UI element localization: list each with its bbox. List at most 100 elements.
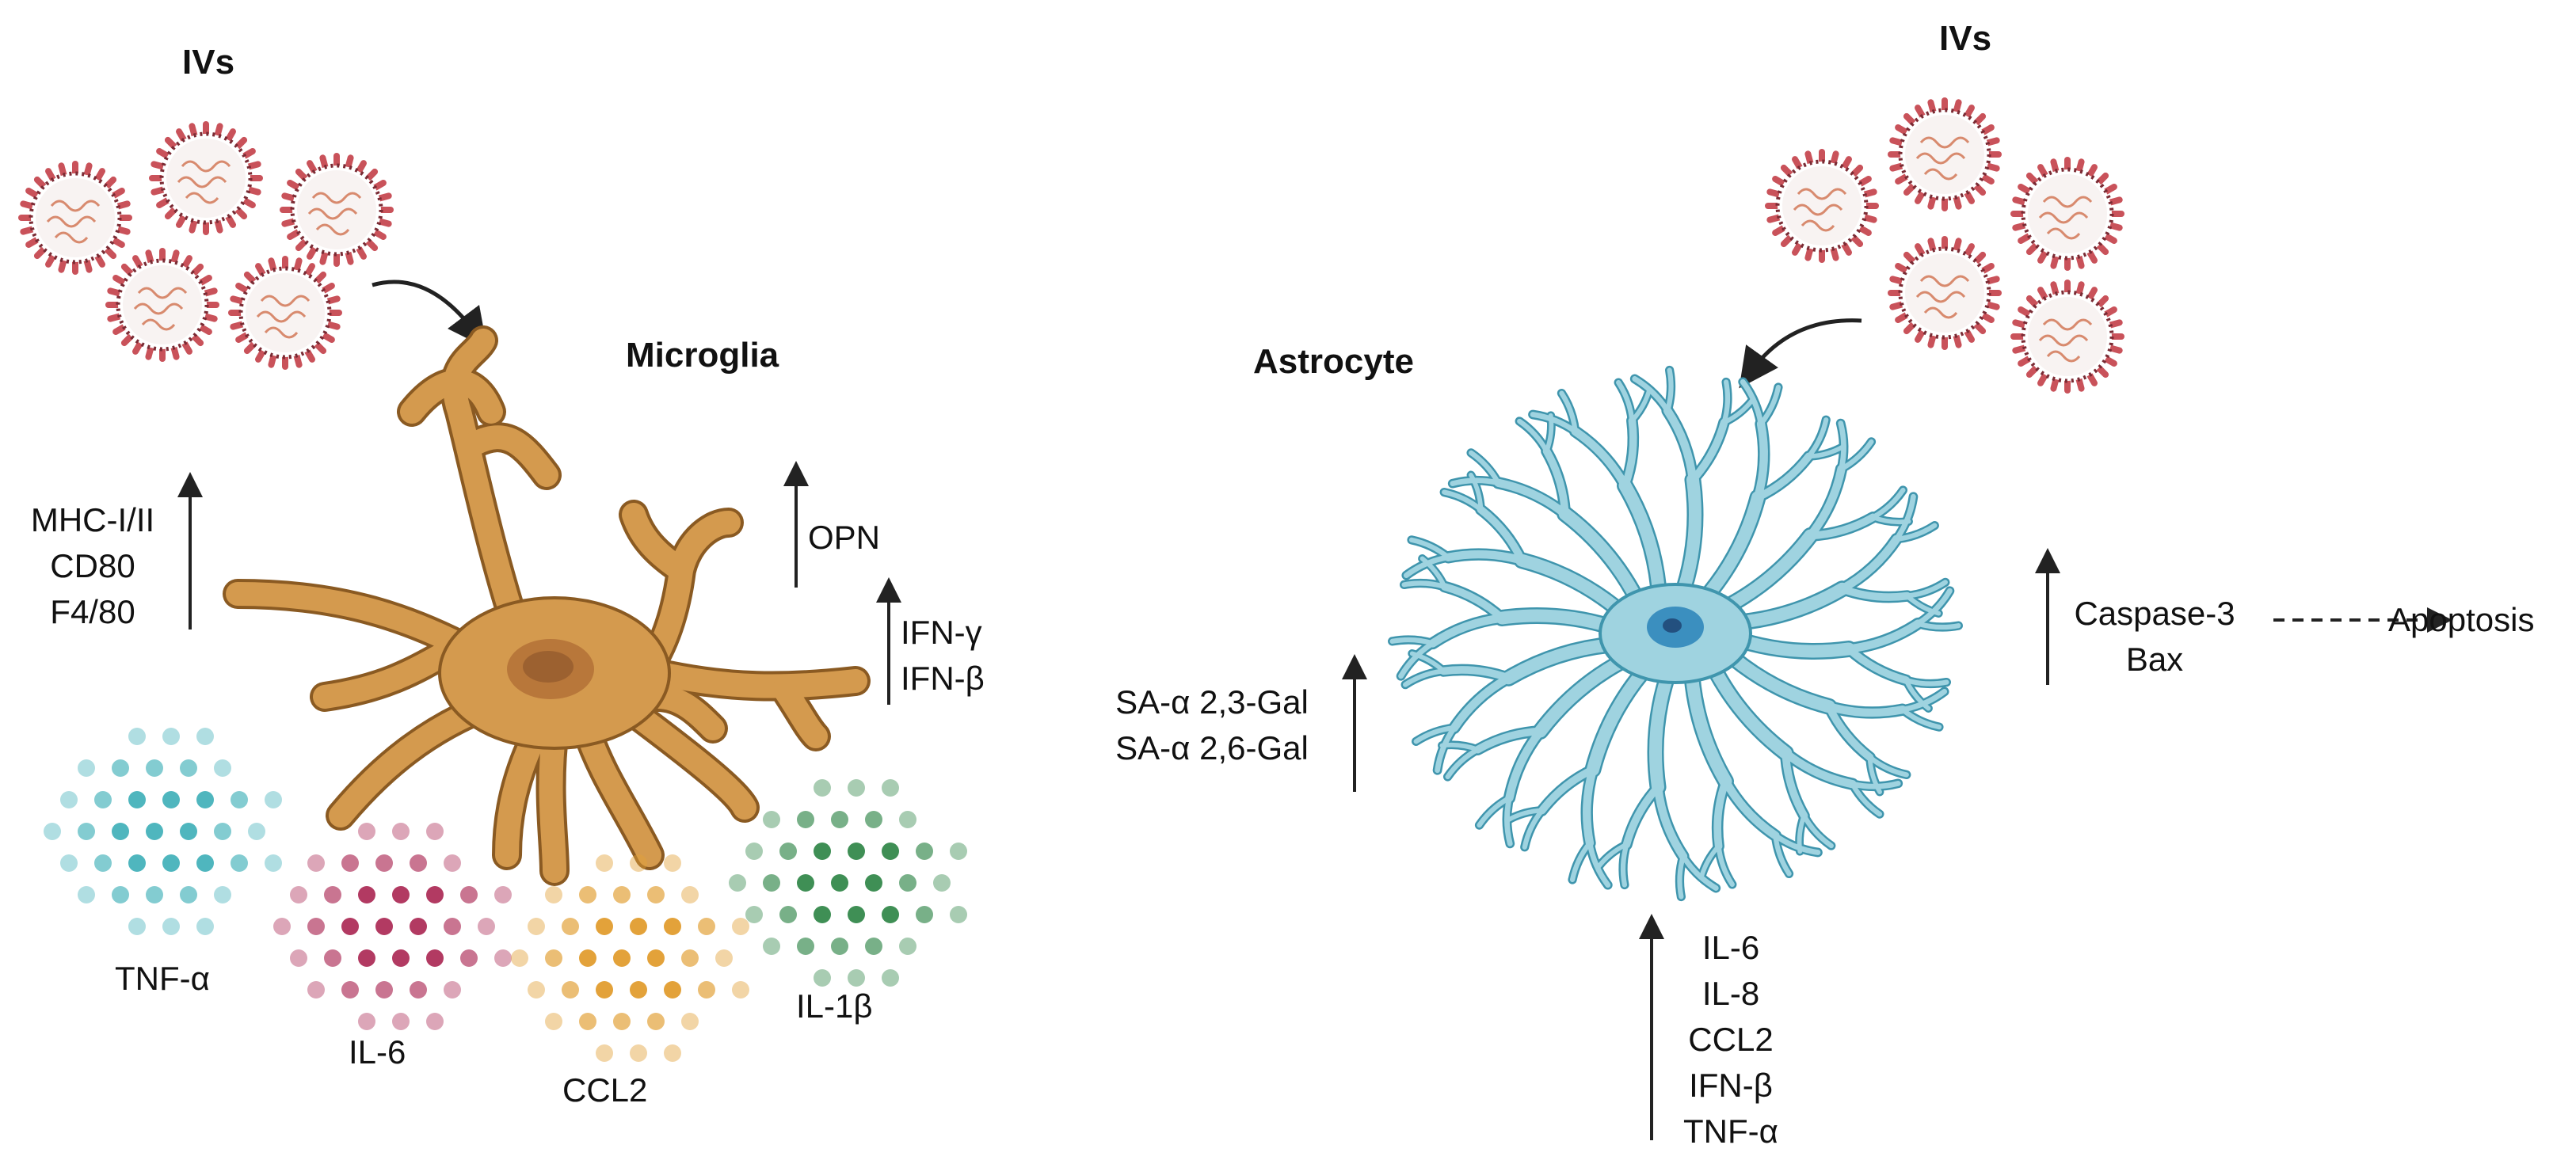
cytokine-dot-il1b	[831, 811, 848, 828]
cytokine-dot-tnf	[78, 886, 95, 903]
secreted-il8: IL-8	[1701, 975, 1760, 1012]
cytokine-dot-tnf	[231, 791, 248, 808]
cytokine-dot-il1b	[814, 906, 831, 923]
cytokine-dot-tnf	[265, 791, 282, 808]
right-virus-cluster	[1768, 101, 2121, 390]
cytokine-dot-il6	[324, 886, 341, 903]
cytokine-dot-tnf	[162, 791, 180, 808]
cytokine-dot-ccl2	[613, 886, 631, 903]
marker-f480: F4/80	[50, 593, 135, 630]
cytokine-dot-tnf	[162, 728, 180, 745]
cytokine-dot-tnf	[248, 823, 265, 840]
cytokine-dot-tnf	[128, 791, 146, 808]
cytokine-dot-ccl2	[562, 981, 579, 999]
cytokine-dot-il6	[478, 918, 495, 935]
receptor-26gal: SA-α 2,6-Gal	[1115, 729, 1309, 766]
cytokine-dot-il1b	[814, 779, 831, 797]
cytokine-dot-tnf	[112, 823, 129, 840]
cytokine-dot-il6	[444, 918, 461, 935]
cytokine-dot-tnf	[112, 886, 129, 903]
apoptosis-markers: Caspase-3 Bax	[2060, 591, 2250, 683]
microglia-label: Microglia	[626, 336, 779, 375]
cytokine-dot-ccl2	[664, 1044, 681, 1062]
cytokine-dot-tnf	[196, 918, 214, 935]
microglia-markers: MHC-I/II CD80 F4/80	[17, 497, 168, 635]
left-virus-3	[283, 156, 391, 264]
left-virus-5	[231, 259, 339, 367]
cytokine-dot-ccl2	[681, 949, 699, 967]
cytokine-dot-ccl2	[681, 886, 699, 903]
left-virus-label: IVs	[182, 43, 235, 82]
cytokine-dot-il1b	[831, 938, 848, 955]
cytokine-dot-tnf	[146, 759, 163, 777]
cytokine-dot-tnf	[44, 823, 61, 840]
cytokine-dot-ccl2	[630, 918, 647, 935]
cytokine-dot-il6	[460, 949, 478, 967]
cytokine-dot-ccl2	[562, 918, 579, 935]
cytokine-dot-il1b	[848, 906, 865, 923]
cytokine-dot-il1b	[848, 779, 865, 797]
cytokine-dot-il6	[410, 981, 427, 999]
cytokine-dot-il6	[358, 823, 375, 840]
right-virus-label: IVs	[1939, 19, 1992, 58]
cytokine-dot-il6	[392, 1013, 410, 1030]
cytokine-dot-tnf	[112, 759, 129, 777]
cytokine-dot-il6	[341, 981, 359, 999]
right-virus-1	[1768, 152, 1876, 260]
cytokine-dot-ccl2	[630, 1044, 647, 1062]
cytokine-dot-il1b	[763, 874, 780, 892]
cytokine-dot-tnf	[214, 759, 231, 777]
cytokine-dot-il6	[426, 949, 444, 967]
cytokine-dot-il6	[494, 886, 512, 903]
cytokine-label-il1b: IL-1β	[796, 987, 873, 1025]
cytokine-dot-ccl2	[698, 981, 715, 999]
cytokine-dot-ccl2	[613, 1013, 631, 1030]
ifn-beta: IFN-β	[901, 660, 985, 697]
cytokine-dot-tnf	[128, 918, 146, 935]
cytokine-dot-ccl2	[579, 949, 596, 967]
cytokine-dot-il1b	[797, 938, 814, 955]
cytokine-dot-il6	[426, 1013, 444, 1030]
cytokine-dot-il1b	[882, 906, 899, 923]
cytokine-dot-il6	[307, 854, 325, 872]
cytokine-dot-ccl2	[732, 918, 749, 935]
cytokine-dot-tnf	[162, 854, 180, 872]
cytokine-dot-il6	[444, 981, 461, 999]
cytokine-dot-tnf	[196, 791, 214, 808]
cytokine-dot-ccl2	[630, 854, 647, 872]
cytokine-dot-tnf	[196, 728, 214, 745]
cytokine-dot-tnf	[94, 791, 112, 808]
cytokine-dot-il1b	[882, 843, 899, 860]
cytokine-dot-ccl2	[715, 949, 733, 967]
opn-label: OPN	[808, 519, 881, 556]
secreted-ccl2: CCL2	[1688, 1021, 1774, 1058]
cytokine-dot-tnf	[231, 854, 248, 872]
cytokine-dot-ccl2	[664, 981, 681, 999]
cytokine-dot-ccl2	[596, 1044, 613, 1062]
cytokine-dot-il1b	[779, 843, 797, 860]
cytokine-dot-il6	[494, 949, 512, 967]
right-virus-4	[1891, 239, 1999, 347]
cytokine-dot-il6	[392, 823, 410, 840]
cytokine-dot-il1b	[729, 874, 746, 892]
right-virus-3	[2014, 160, 2121, 268]
microglia-cell	[223, 325, 871, 886]
cytokine-dot-il1b	[745, 843, 763, 860]
apoptosis-label: Apoptosis	[2388, 601, 2535, 638]
cytokine-dot-tnf	[78, 823, 95, 840]
cytokine-dot-il6	[290, 949, 307, 967]
cytokine-dot-il1b	[745, 906, 763, 923]
cytokine-label-ccl2: CCL2	[562, 1071, 648, 1109]
cytokine-dot-ccl2	[698, 918, 715, 935]
cytokine-dot-tnf	[60, 854, 78, 872]
cytokine-dot-il1b	[848, 969, 865, 987]
cytokine-dot-il1b	[950, 843, 967, 860]
cytokine-dot-tnf	[78, 759, 95, 777]
secreted-tnfa: TNF-α	[1683, 1113, 1778, 1150]
cytokine-dot-tnf	[128, 728, 146, 745]
cytokine-dot-tnf	[214, 823, 231, 840]
cytokine-dot-il1b	[882, 779, 899, 797]
cytokine-dot-tnf	[196, 854, 214, 872]
cytokine-dot-ccl2	[545, 886, 562, 903]
